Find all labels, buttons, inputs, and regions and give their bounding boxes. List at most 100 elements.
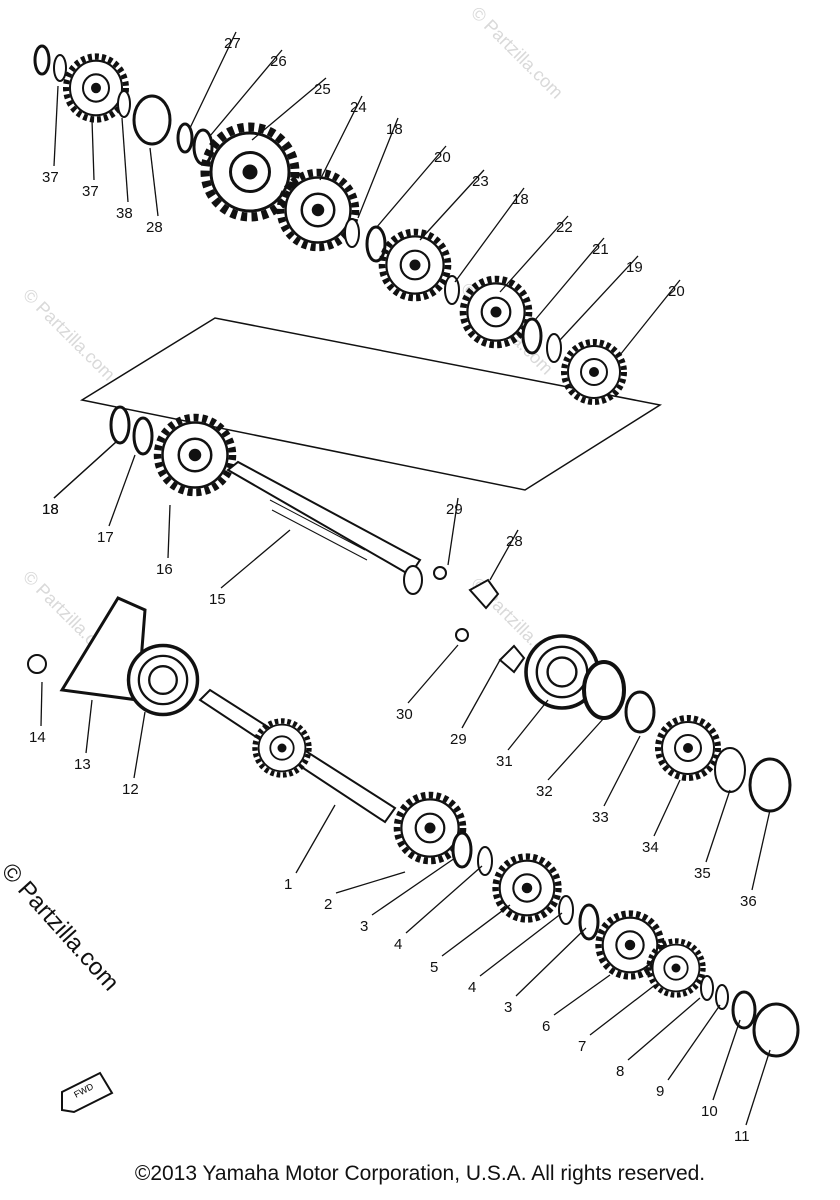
bolt xyxy=(27,654,47,674)
gasket xyxy=(59,596,147,702)
callout-number: 2 xyxy=(324,896,332,913)
circlip xyxy=(344,218,360,248)
callout-leader xyxy=(419,169,485,241)
callout-number: 1 xyxy=(284,876,292,893)
parts-diagram: © Partzilla.com © Partzilla.com © Partzi… xyxy=(19,3,800,1145)
callout-number: 24 xyxy=(350,99,367,116)
lower-shaft-parts xyxy=(27,596,800,1058)
callout-number: 28 xyxy=(146,219,163,236)
callout-number: 29 xyxy=(450,731,467,748)
copyright-notice: ©2013 Yamaha Motor Corporation, U.S.A. A… xyxy=(134,1162,706,1185)
callout-leader xyxy=(447,497,459,566)
callout-leader xyxy=(705,789,731,863)
bolt xyxy=(433,566,447,580)
callout-leader xyxy=(712,1019,741,1101)
callout-leader xyxy=(745,1049,771,1126)
callout-leader xyxy=(441,904,511,957)
callout-number: 12 xyxy=(122,781,139,798)
callout-number: 22 xyxy=(556,219,573,236)
callout-leader xyxy=(167,504,171,559)
callout-number: 11 xyxy=(734,1128,750,1145)
callout-number: 27 xyxy=(224,35,241,52)
callout-leader xyxy=(189,31,237,129)
washer xyxy=(578,903,600,941)
shaft-spline xyxy=(271,509,368,561)
callout-leader xyxy=(479,912,563,977)
callout-number: 37 xyxy=(42,169,59,186)
callout-leader xyxy=(515,927,587,997)
lock-plate xyxy=(468,578,500,610)
callout-leader xyxy=(335,871,406,894)
callout-number: 20 xyxy=(434,149,451,166)
callout-leader xyxy=(589,984,656,1036)
circlip xyxy=(109,405,131,445)
callout-number: 21 xyxy=(592,241,609,258)
callout-number: 23 xyxy=(472,173,489,190)
fwd-arrow: FWD xyxy=(61,1071,114,1114)
callout-number: 19 xyxy=(626,259,643,276)
callout-number: 7 xyxy=(578,1038,586,1055)
callout-number: 14 xyxy=(29,729,46,746)
circlip xyxy=(117,90,131,118)
callout-number: 35 xyxy=(694,865,711,882)
callout-leader xyxy=(85,699,93,754)
callout-leader xyxy=(603,735,641,807)
callout-number: 16 xyxy=(156,561,173,578)
callout-leader xyxy=(40,681,43,727)
bearing xyxy=(752,1002,800,1058)
callout-number: 3 xyxy=(504,999,512,1016)
callout-number: 3 xyxy=(360,918,368,935)
callout-leader xyxy=(251,77,327,141)
callout-leader xyxy=(357,117,399,219)
callout-leader xyxy=(553,974,611,1016)
washer xyxy=(451,831,473,869)
upper-shaft-parts xyxy=(33,44,624,402)
oil-seal xyxy=(582,660,626,720)
callout-number: 37 xyxy=(82,183,99,200)
callout-number: 36 xyxy=(740,893,757,910)
callout-number: 13 xyxy=(74,756,91,773)
callout-number: 28 xyxy=(506,533,523,550)
lock-plate xyxy=(498,644,526,674)
callout-number: 33 xyxy=(592,809,609,826)
nut xyxy=(748,757,792,813)
callout-leader xyxy=(547,717,605,781)
callout-leader xyxy=(407,644,459,704)
circlip xyxy=(546,333,562,363)
collar xyxy=(624,690,656,734)
watermark-text: © Partzilla.com xyxy=(19,285,119,385)
circlip xyxy=(53,54,67,82)
watermark-text: © Partzilla.com xyxy=(467,3,567,103)
washer xyxy=(192,128,214,166)
callout-number: 31 xyxy=(496,753,513,770)
circlip xyxy=(700,975,714,1001)
callout-number: 29 xyxy=(446,501,463,518)
callout-leader xyxy=(507,699,549,751)
callout-number: 15 xyxy=(209,591,226,608)
callout-leader xyxy=(53,441,117,499)
middle-shaft-parts xyxy=(109,405,500,610)
callout-number: 30 xyxy=(396,706,413,723)
callout-leader xyxy=(149,147,159,217)
callout-leader xyxy=(209,49,283,137)
callout-number: 6 xyxy=(542,1018,550,1035)
callout-leader xyxy=(220,529,291,589)
callout-number: 8 xyxy=(616,1063,624,1080)
callout-leader xyxy=(627,997,701,1061)
callout-number: 20 xyxy=(668,283,685,300)
callout-group: 1234543678910111213141516171818181819202… xyxy=(29,31,771,1145)
shaft-end xyxy=(403,565,423,595)
assembly-outline xyxy=(79,317,663,491)
callout-leader xyxy=(91,119,95,181)
circlip xyxy=(444,275,460,305)
callout-leader xyxy=(559,255,639,341)
washer xyxy=(33,44,51,76)
callout-number: 18 xyxy=(42,501,59,518)
callout-number: 18 xyxy=(42,501,59,518)
callout-leader xyxy=(461,659,501,729)
callout-number: 32 xyxy=(536,783,553,800)
output-shaft-parts xyxy=(455,628,792,813)
callout-number: 38 xyxy=(116,205,133,222)
bushing xyxy=(132,94,172,146)
callout-leader xyxy=(619,279,681,356)
